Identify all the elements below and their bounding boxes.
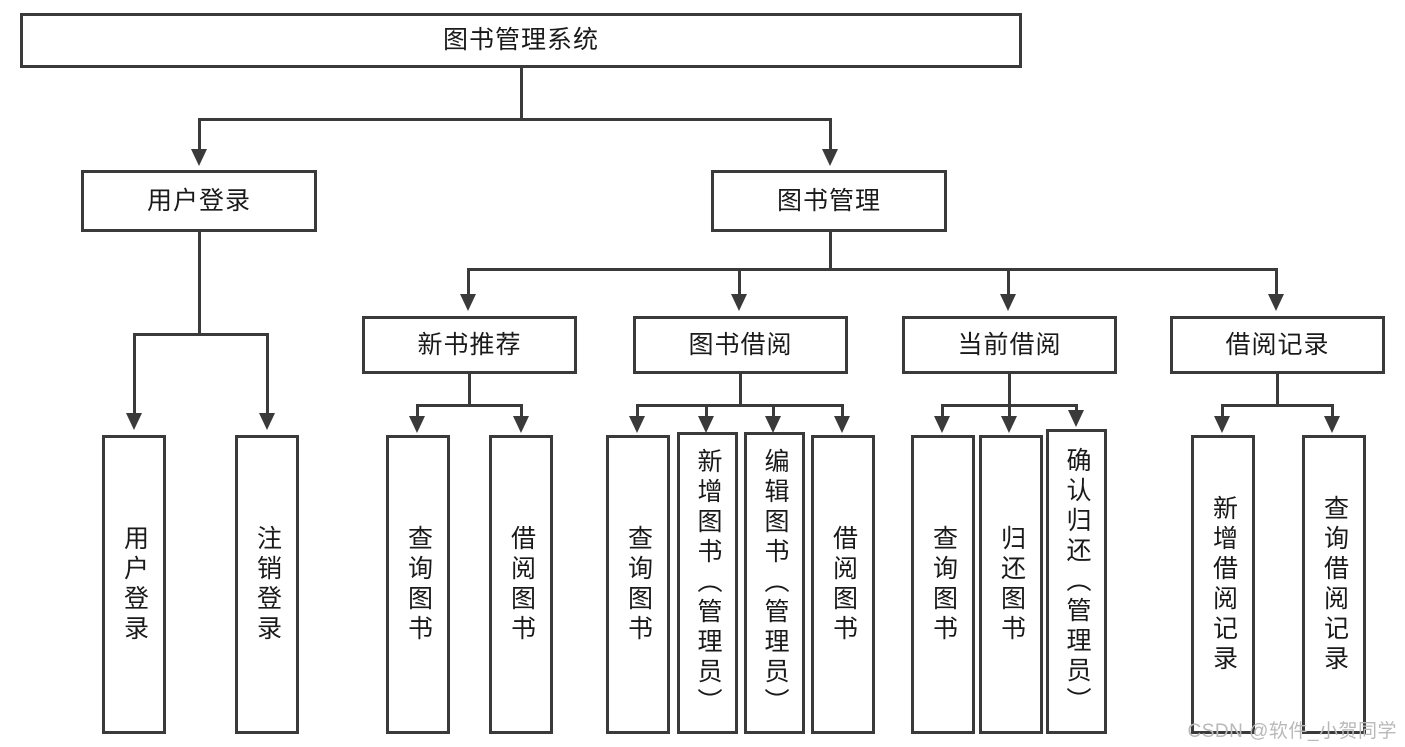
connector-user-login-to-leaf-1 (133, 333, 136, 415)
arrowhead-user-login-leaf-1 (126, 413, 142, 430)
connector-to-new-book-recommend (467, 268, 470, 296)
node-label: 用户登录 (146, 186, 251, 215)
node-user-login[interactable]: 用户登录 (81, 170, 317, 232)
node-label: 借阅记录 (1225, 330, 1330, 359)
connector-cb-to-leaf-3 (1075, 404, 1078, 412)
connector-bb-to-leaf-2 (705, 404, 708, 418)
arrowhead-bb-leaf-3 (765, 416, 781, 433)
arrowhead-cb-leaf-2 (1001, 416, 1017, 433)
node-current-borrow[interactable]: 当前借阅 (902, 316, 1117, 374)
connector-borrow-record-bus (1221, 404, 1334, 407)
leaf-current-borrow-confirm-return[interactable]: 确认归还（管理员） (1046, 429, 1107, 734)
leaf-new-book-recommend-borrow-book[interactable]: 借阅图书 (489, 435, 553, 734)
leaf-borrow-record-add-record[interactable]: 新增借阅记录 (1191, 435, 1255, 734)
connector-current-borrow-stem (1008, 374, 1011, 406)
leaf-borrow-record-query-record[interactable]: 查询借阅记录 (1302, 435, 1366, 734)
arrowhead-user-login (191, 149, 207, 166)
arrowhead-borrow-record (1268, 294, 1284, 311)
connector-root-to-book-management (829, 118, 832, 151)
node-root-book-management-system[interactable]: 图书管理系统 (20, 13, 1022, 68)
connector-nbr-to-leaf-2 (520, 404, 523, 418)
node-label: 注销登录 (253, 524, 282, 645)
connector-br-to-leaf-1 (1221, 404, 1224, 418)
connector-nbr-to-leaf-1 (416, 404, 419, 418)
leaf-book-borrow-borrow-book[interactable]: 借阅图书 (811, 435, 875, 734)
connector-cb-to-leaf-1 (941, 404, 944, 418)
leaf-new-book-recommend-query-book[interactable]: 查询图书 (386, 435, 450, 734)
leaf-current-borrow-return-book[interactable]: 归还图书 (979, 435, 1043, 734)
node-label: 确认归还（管理员） (1063, 446, 1091, 717)
arrowhead-new-book-recommend (460, 294, 476, 311)
node-label: 借阅图书 (507, 524, 536, 645)
arrowhead-br-leaf-2 (1324, 416, 1340, 433)
connector-to-book-borrow (738, 268, 741, 296)
arrowhead-nbr-leaf-1 (409, 416, 425, 433)
connector-bb-to-leaf-1 (636, 404, 639, 418)
node-label: 查询图书 (404, 524, 433, 645)
node-label: 图书管理 (776, 186, 881, 215)
connector-level3-bus (467, 268, 1278, 271)
connector-book-borrow-stem (739, 374, 742, 406)
node-label: 查询借阅记录 (1320, 494, 1349, 675)
connector-cb-to-leaf-2 (1008, 404, 1011, 418)
node-borrow-record[interactable]: 借阅记录 (1170, 316, 1385, 374)
node-label: 查询图书 (624, 524, 653, 645)
leaf-book-borrow-edit-book[interactable]: 编辑图书（管理员） (744, 432, 805, 734)
connector-root-to-user-login (198, 118, 201, 151)
node-label: 新增图书（管理员） (694, 448, 722, 718)
connector-user-login-bus (133, 333, 269, 336)
node-label: 归还图书 (997, 524, 1026, 645)
node-label: 图书管理系统 (442, 26, 599, 55)
arrowhead-user-login-leaf-2 (259, 413, 275, 430)
connector-new-book-recommend-stem (468, 374, 471, 406)
connector-borrow-record-stem (1276, 374, 1279, 406)
arrowhead-cb-leaf-3 (1068, 410, 1084, 427)
arrowhead-bb-leaf-2 (698, 416, 714, 433)
arrowhead-bb-leaf-1 (629, 416, 645, 433)
connector-user-login-to-leaf-2 (266, 333, 269, 415)
node-label: 新增借阅记录 (1209, 494, 1238, 675)
connector-bb-to-leaf-4 (841, 404, 844, 418)
connector-new-book-recommend-bus (416, 404, 523, 407)
node-book-borrow[interactable]: 图书借阅 (633, 316, 848, 374)
connector-book-borrow-bus (636, 404, 844, 407)
node-book-management[interactable]: 图书管理 (711, 170, 947, 232)
leaf-current-borrow-query-book[interactable]: 查询图书 (911, 435, 975, 734)
connector-root-bus (198, 118, 832, 121)
node-label: 新书推荐 (417, 330, 522, 359)
connector-to-current-borrow (1007, 268, 1010, 296)
node-label: 图书借阅 (688, 330, 793, 359)
arrowhead-bb-leaf-4 (834, 416, 850, 433)
leaf-book-borrow-add-book[interactable]: 新增图书（管理员） (677, 432, 738, 734)
leaf-book-borrow-query-book[interactable]: 查询图书 (606, 435, 670, 734)
connector-user-login-stem (198, 232, 201, 335)
leaf-user-login-user-login[interactable]: 用户登录 (102, 435, 166, 734)
node-label: 用户登录 (120, 524, 149, 645)
arrowhead-book-management (822, 149, 838, 166)
arrowhead-book-borrow (731, 294, 747, 311)
arrowhead-cb-leaf-1 (934, 416, 950, 433)
watermark-text: CSDN @软件_小贺同学 (1187, 721, 1397, 742)
arrowhead-nbr-leaf-2 (513, 416, 529, 433)
node-label: 借阅图书 (829, 524, 858, 645)
arrowhead-current-borrow (1000, 294, 1016, 311)
node-label: 当前借阅 (957, 330, 1062, 359)
connector-br-to-leaf-2 (1331, 404, 1334, 418)
connector-to-borrow-record (1275, 268, 1278, 296)
connector-bb-to-leaf-3 (772, 404, 775, 418)
node-label: 编辑图书（管理员） (761, 448, 789, 718)
node-new-book-recommend[interactable]: 新书推荐 (362, 316, 577, 374)
arrowhead-br-leaf-1 (1214, 416, 1230, 433)
node-label: 查询图书 (929, 524, 958, 645)
connector-root-stem (520, 68, 523, 120)
leaf-user-login-logout[interactable]: 注销登录 (235, 435, 299, 734)
connector-book-management-stem (829, 232, 832, 270)
